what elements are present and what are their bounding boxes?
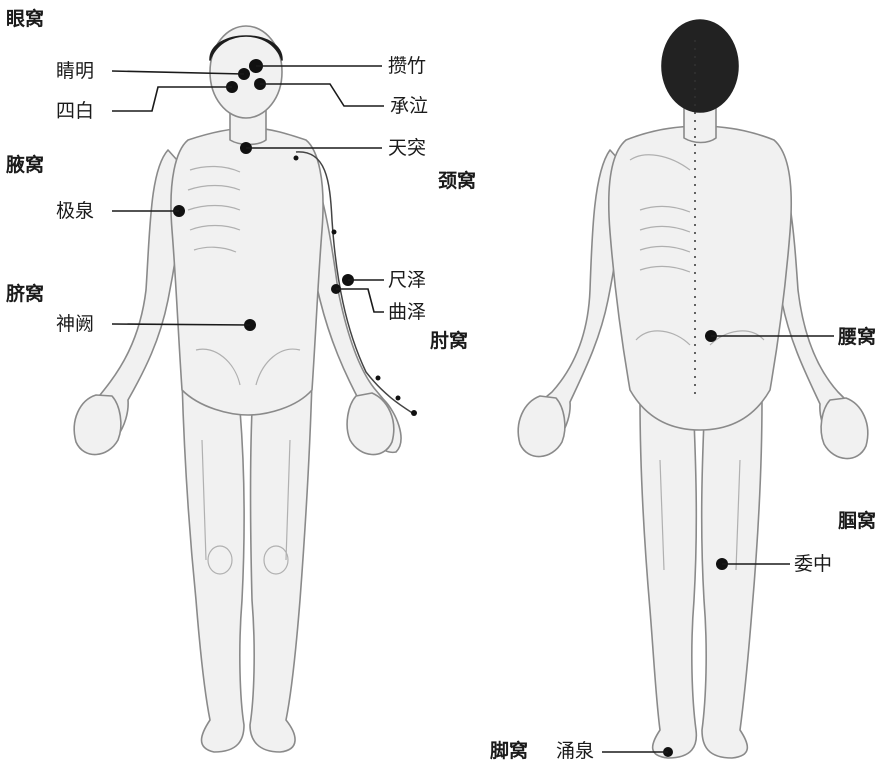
region-foot: 脚窝 <box>490 740 528 762</box>
region-neck: 颈窝 <box>438 170 476 192</box>
leader-shenque <box>112 324 250 325</box>
label-tiantu: 天突 <box>388 137 426 159</box>
front-figure <box>74 26 414 752</box>
region-waist: 腰窝 <box>838 326 876 348</box>
region-eye: 眼窝 <box>6 8 44 30</box>
label-quze: 曲泽 <box>388 301 426 323</box>
label-yongquan: 涌泉 <box>556 740 594 762</box>
back-figure <box>518 20 868 758</box>
label-jingming: 睛明 <box>56 60 94 82</box>
label-weizhong: 委中 <box>794 553 832 575</box>
label-chengqi: 承泣 <box>390 95 428 117</box>
region-navel: 脐窝 <box>6 283 44 305</box>
label-jiquan: 极泉 <box>56 200 94 222</box>
region-axilla: 腋窝 <box>6 154 44 176</box>
label-chize: 尺泽 <box>388 269 426 291</box>
label-sibai: 四白 <box>56 100 94 122</box>
region-popliteal: 腘窝 <box>838 510 876 532</box>
label-shenque: 神阙 <box>56 313 94 335</box>
label-zanzhu: 攒竹 <box>388 55 426 77</box>
region-elbow: 肘窝 <box>430 330 468 352</box>
